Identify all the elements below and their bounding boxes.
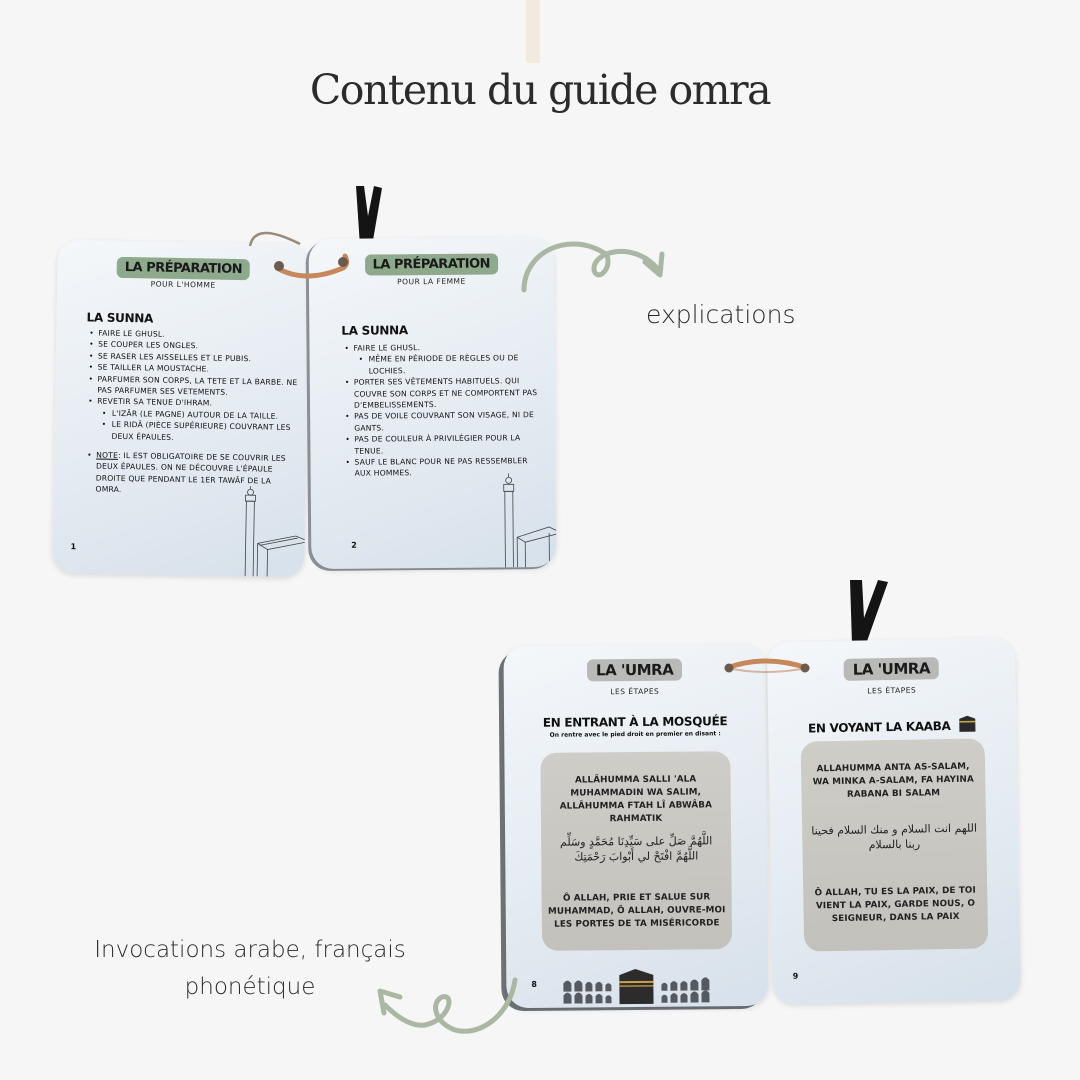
caption-invocations-line1: Invocations arabe, français: [94, 937, 406, 963]
top-decorative-bar: [526, 0, 540, 63]
invocation-phonetic: ALLAHUMMA ANTA AS-SALAM, WA MINKA A-SALA…: [812, 761, 974, 800]
black-ribbon-bottom: [850, 580, 888, 644]
caption-invocations: Invocations arabe, français phonétique: [70, 932, 430, 1006]
bullet-item: Pas de couleur à privilégier pour la ten…: [345, 432, 545, 457]
card-heading-row: EN VOYANT LA KAABA: [768, 714, 1016, 737]
bullet-item: Porter ses vêtements habituels. qui couv…: [345, 375, 545, 411]
caption-explications: explications: [646, 300, 796, 329]
invocation-french: Ô ALLAH, PRIE ET SALUE SUR MUHAMMAD, Ô A…: [547, 892, 726, 930]
minaret-icon: [244, 486, 307, 578]
note-label: Note: [96, 450, 119, 460]
guide-card-9: LA 'UMRA LES ÉTAPES EN VOYANT LA KAABA A…: [766, 637, 1022, 1005]
page-number: 1: [70, 542, 77, 552]
card-category-pill: LA PRÉPARATION: [364, 253, 499, 276]
card-instruction: On rentre avec le pied droit en premier …: [549, 730, 721, 739]
minaret-icon: [503, 473, 557, 568]
curly-arrow-right-icon: [521, 241, 665, 293]
section-heading: LA SUNNA: [341, 323, 408, 338]
invocation-arabic: اللهم انت السلام و منك السلام فحينا ربنا…: [811, 821, 978, 852]
page-number: 8: [531, 979, 537, 989]
bullet-subitem: Même en période de règles ou de lochies.: [345, 352, 545, 377]
curly-arrow-left-icon: [377, 977, 518, 1034]
bullet-list: Faire le ghusl. Se couper les ongles. Se…: [86, 327, 299, 498]
guide-card-8: LA 'UMRA LES ÉTAPES EN ENTRANT À LA MOSQ…: [503, 643, 769, 1009]
card-heading: EN VOYANT LA KAABA: [807, 718, 951, 736]
kaaba-mosque-illustration: [563, 969, 710, 1005]
bullet-item: Pas de voile couvrant son visage, ni de …: [345, 409, 545, 434]
guide-card-2: LA PRÉPARATION POUR LA FEMME LA SUNNA Fa…: [308, 236, 557, 570]
section-heading: LA SUNNA: [86, 310, 154, 326]
invocation-box: ALLÂHUMMA SALLI 'ALA MUHAMMADIN WA SALIM…: [540, 751, 733, 951]
card-category-pill: LA 'UMRA: [843, 657, 940, 681]
card-category-pill: LA PRÉPARATION: [116, 256, 251, 281]
page-number: 9: [792, 971, 799, 981]
card-category-pill: LA 'UMRA: [586, 658, 683, 682]
bullet-subitem: Le ridâ (pièce supérieure) couvrant les …: [87, 419, 297, 445]
caption-invocations-line2: phonétique: [184, 974, 316, 1000]
bullet-list: Faire le ghusl. Même en période de règle…: [344, 341, 545, 480]
page-title: Contenu du guide omra: [309, 66, 772, 114]
page-number: 2: [351, 540, 357, 550]
invocation-box: ALLAHUMMA ANTA AS-SALAM, WA MINKA A-SALA…: [800, 738, 989, 952]
card-subtitle: LES ÉTAPES: [610, 686, 660, 697]
guide-card-1: LA PRÉPARATION POUR L'HOMME LA SUNNA Fai…: [52, 239, 310, 578]
binder-ring-bottom: [724, 658, 810, 673]
kaaba-icon: [959, 715, 976, 732]
invocation-french: Ô ALLAH, TU ES LA PAIX, DE TOI VIENT LA …: [814, 885, 976, 925]
invocation-phonetic: ALLÂHUMMA SALLI 'ALA MUHAMMADIN WA SALIM…: [559, 774, 713, 825]
card-heading: EN ENTRANT À LA MOSQUÉE: [542, 714, 728, 730]
invocation-arabic: اللَّهُمَّ صَلِّ على سَيِّدِنَا مُحَمَّد…: [559, 834, 713, 864]
